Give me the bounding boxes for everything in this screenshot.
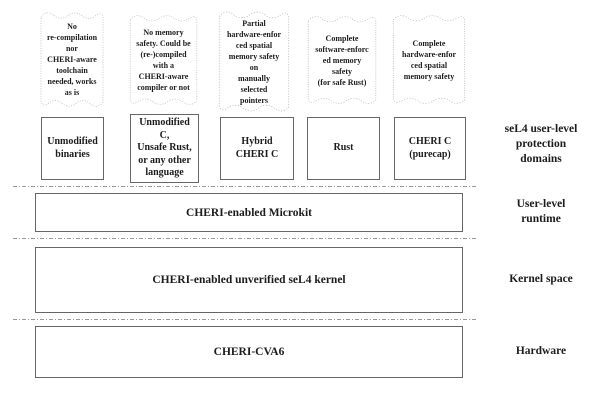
- note-text: Partial hardware-enfor ced spatial memor…: [226, 18, 282, 105]
- note-text: Complete hardware-enfor ced spatial memo…: [401, 38, 457, 81]
- domain-box-unmodified-c: Unmodified C, Unsafe Rust, or any other …: [130, 114, 199, 183]
- separator-line: [13, 319, 478, 320]
- note-text: No re-compilation nor CHERI-aware toolch…: [46, 22, 98, 97]
- side-label-user-runtime: User-level runtime: [516, 198, 566, 225]
- note-cloud-complete-hw-safety: Complete hardware-enfor ced spatial memo…: [391, 13, 467, 106]
- domain-box-rust: Rust: [307, 117, 380, 180]
- note-text: Complete software-enforc ed memory safet…: [315, 33, 369, 87]
- separator-line: [13, 186, 478, 187]
- layer-hardware-cva6: CHERI-CVA6: [35, 326, 463, 378]
- wavy-border: [392, 15, 466, 104]
- note-cloud-no-recompilation: No re-compilation nor CHERI-aware toolch…: [39, 10, 105, 109]
- wavy-border: [307, 16, 377, 104]
- side-label-protection-domains: seL4 user-level protection domains: [504, 123, 578, 165]
- note-cloud-no-memory-safety: No memory safety. Could be (re-)compiled…: [128, 13, 199, 107]
- side-label-hardware: Hardware: [515, 345, 567, 357]
- layer-microkit: CHERI-enabled Microkit: [35, 193, 463, 232]
- note-text: No memory safety. Could be (re-)compiled…: [136, 28, 191, 92]
- note-cloud-sw-memory-safety: Complete software-enforc ed memory safet…: [306, 14, 378, 106]
- wavy-border: [40, 12, 104, 107]
- domain-box-hybrid-cheri-c: Hybrid CHERI C: [220, 117, 294, 180]
- wavy-border: [218, 11, 290, 112]
- domain-box-unmodified-binaries: Unmodified binaries: [41, 117, 104, 180]
- domain-box-cheri-c-purecap: CHERI C (purecap): [394, 117, 466, 180]
- layer-sel4-kernel: CHERI-enabled unverified seL4 kernel: [35, 247, 463, 313]
- side-label-kernel-space: Kernel space: [509, 273, 573, 285]
- separator-line: [13, 238, 478, 239]
- note-cloud-partial-hw-safety: Partial hardware-enfor ced spatial memor…: [217, 9, 291, 114]
- wavy-border: [129, 15, 198, 105]
